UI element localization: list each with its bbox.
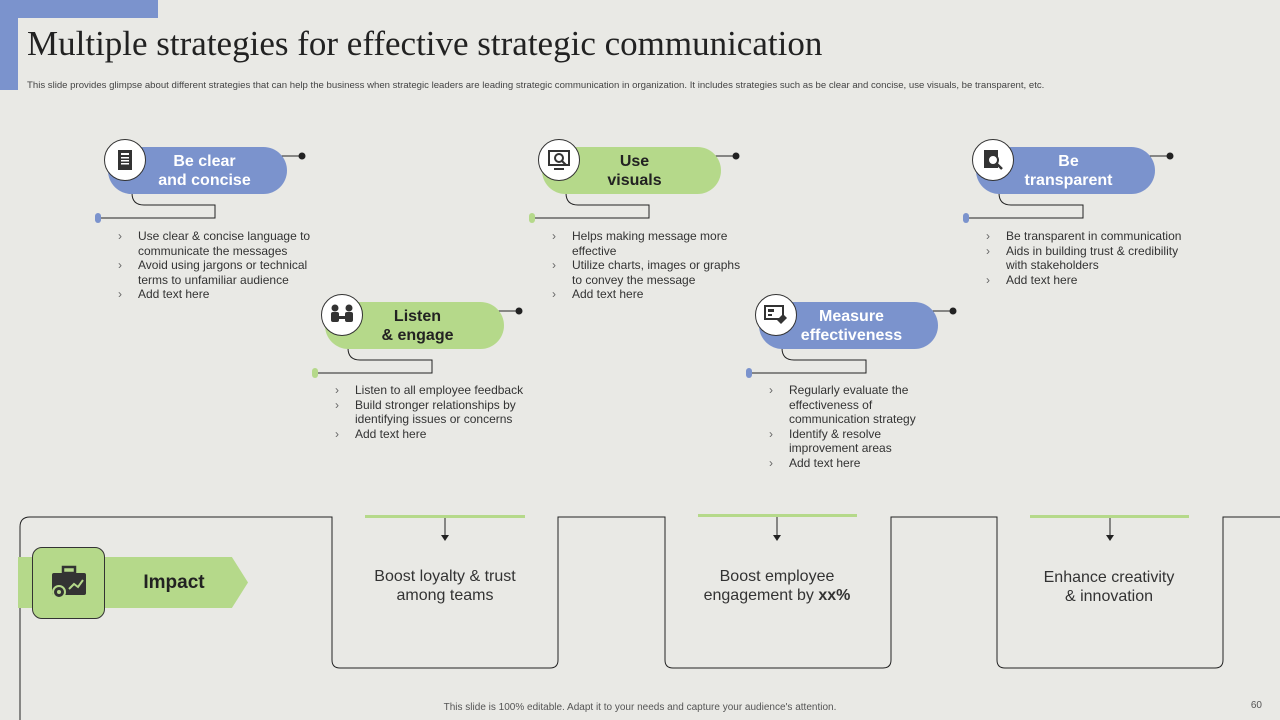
list-item: Utilize charts, images or graphs to conv… [552,258,752,287]
presentation-magnifier-icon [538,139,580,181]
strategy-bullets-use-visuals: Helps making message more effective Util… [552,229,752,302]
outcome-line1: Boost loyalty & trust [374,568,516,585]
list-item: Listen to all employee feedback [335,383,545,398]
corner-accent-left [0,0,18,90]
strategy-title-line2: effectiveness [800,326,903,344]
list-item: Helps making message more effective [552,229,752,258]
strategy-title-line1: Be [1058,152,1079,170]
strategy-title-line2: & engage [381,326,454,344]
outcome-line2: & innovation [1064,588,1154,605]
outcome-boost-engagement: Boost employee engagement by xx% [677,567,877,605]
corner-accent-top [0,0,158,18]
outcome-line1: Boost employee [719,568,835,585]
strategy-title-line2: visuals [607,171,662,189]
transparency-magnifier-icon [972,139,1014,181]
document-icon [104,139,146,181]
outcome-line2-value: xx% [818,587,851,604]
list-item: Be transparent in communication [986,229,1186,244]
outcome-enhance-creativity: Enhance creativity & innovation [1009,568,1209,606]
outcome-accent-bar [1030,515,1189,518]
outcome-accent-bar [365,515,525,518]
analytics-board-icon [755,294,797,336]
slide-footer: This slide is 100% editable. Adapt it to… [443,702,837,713]
slide-subtitle: This slide provides glimpse about differ… [27,80,1045,91]
list-item: Identify & resolve improvement areas [769,427,949,456]
list-item: Add text here [986,273,1186,288]
list-item: Add text here [118,287,318,302]
slide-title: Multiple strategies for effective strate… [27,24,823,63]
list-item: Avoid using jargons or technical terms t… [118,258,318,287]
strategy-bullets-listen-engage: Listen to all employee feedback Build st… [335,383,545,441]
strategy-bullets-measure-effectiveness: Regularly evaluate the effectiveness of … [769,383,949,470]
list-item: Use clear & concise language to communic… [118,229,318,258]
outcome-line2: among teams [396,587,494,604]
briefcase-gear-icon [32,547,105,619]
strategy-title-line2: and concise [158,171,251,189]
outcome-accent-bar [698,514,857,517]
meeting-people-icon [321,294,363,336]
strategy-bullets-be-clear: Use clear & concise language to communic… [118,229,318,302]
list-item: Regularly evaluate the effectiveness of … [769,383,949,427]
outcome-line2-text: engagement by [703,587,819,604]
strategy-title-line1: Listen [393,307,442,325]
outcome-boost-loyalty: Boost loyalty & trust among teams [345,567,545,605]
strategy-title-line1: Use [619,152,650,170]
page-number: 60 [1250,700,1262,711]
list-item: Aids in building trust & credibility wit… [986,244,1186,273]
list-item: Build stronger relationships by identify… [335,398,545,427]
impact-label: Impact [143,571,205,593]
outcome-line1: Enhance creativity [1043,569,1175,586]
strategy-title-line2: transparent [1024,171,1113,189]
strategy-title-line1: Be clear [173,152,236,170]
list-item: Add text here [769,456,949,471]
list-item: Add text here [335,427,545,442]
strategy-bullets-be-transparent: Be transparent in communication Aids in … [986,229,1186,287]
strategy-title-line1: Measure [819,307,884,325]
list-item: Add text here [552,287,752,302]
